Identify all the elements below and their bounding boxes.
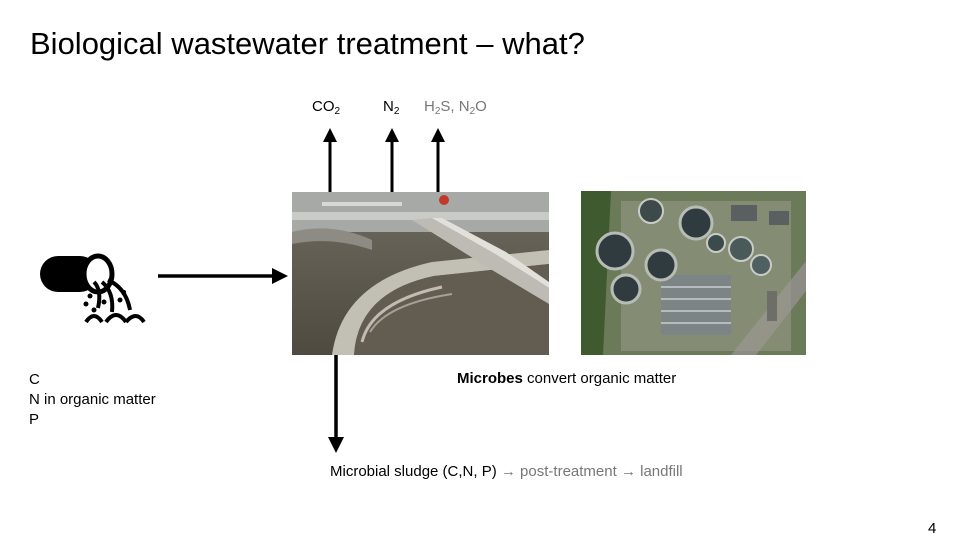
input-line-n: N in organic matter [29, 391, 156, 408]
slide-title: Biological wastewater treatment – what? [30, 26, 585, 61]
input-line-c: C [29, 371, 40, 388]
co2-label: CO2 [312, 98, 341, 117]
n2-label: N2 [383, 98, 400, 117]
sludge-arrow [328, 355, 344, 453]
microbes-caption: Microbes convert organic matter [457, 370, 677, 387]
page-number: 4 [928, 520, 937, 537]
sludge-caption: Microbial sludge (C,N, P) → post-treatme… [330, 463, 683, 480]
microbes-bold: Microbes [457, 370, 523, 387]
h2s-n2o-label: H2S, N2O [424, 98, 487, 117]
clarifier-photo [292, 192, 549, 355]
aerial-plant-photo [581, 191, 806, 355]
h2s-n2o-arrow [431, 128, 445, 196]
n2-arrow [385, 128, 399, 196]
input-composition: C N in organic matter P [29, 370, 156, 430]
co2-arrow [323, 128, 337, 196]
pipe-discharge-icon [40, 253, 146, 324]
inflow-arrow [158, 268, 288, 284]
input-line-p: P [29, 411, 40, 428]
